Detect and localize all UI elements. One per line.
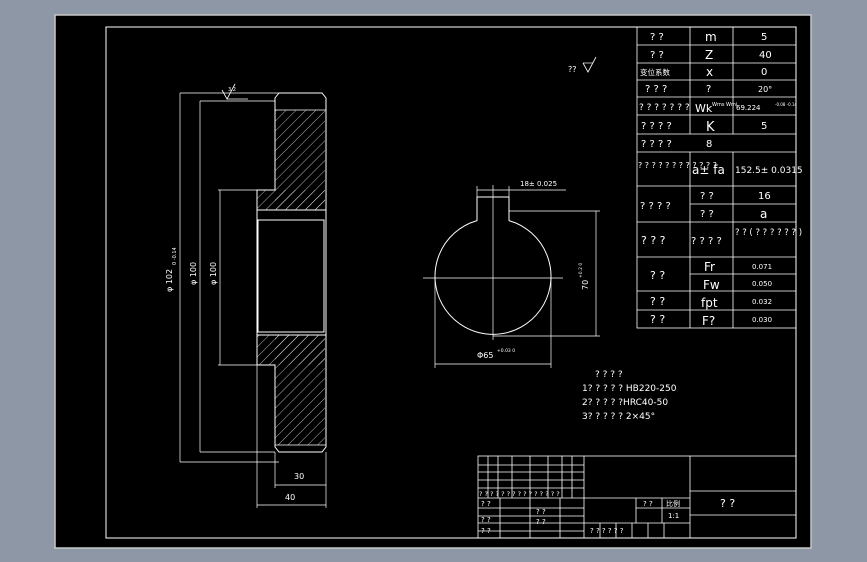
- param-name: 变位系数: [640, 67, 670, 77]
- title-block: [477, 455, 797, 539]
- title-block-sign: ? ?: [536, 508, 546, 516]
- dim-outer-label: φ 102: [165, 269, 174, 292]
- param-name: ? ?: [650, 50, 664, 61]
- param-value: 5: [761, 32, 767, 43]
- parameter-table: [636, 26, 797, 329]
- param-value: 69.224: [736, 104, 761, 112]
- param-name: ? ? ?: [641, 234, 666, 247]
- title-block-header: ? ? ? ? ? ? ? ? ? ? ? ? ? ? ?: [479, 490, 560, 498]
- param-symbol: Fr: [704, 260, 715, 274]
- param-symbol: fpt: [701, 296, 718, 310]
- param-value: 16: [758, 191, 771, 202]
- param-name: ? ? ? ?: [641, 121, 672, 132]
- roughness-note-label: ??: [568, 65, 577, 74]
- title-block-scale-value: 1:1: [668, 512, 679, 520]
- parameter-table-text: ? ? m 5 ? ? Z 40 变位系数 x 0 ? ? ? ? 20° ? …: [638, 30, 803, 328]
- dia-dim-tol: +0.03 0: [497, 348, 515, 354]
- dim-outer-tol: 0 -0.14: [172, 247, 178, 265]
- title-block-name: ? ?: [720, 497, 735, 510]
- param-value: 152.5± 0.0315: [735, 166, 803, 176]
- title-block-text: ? ? ? ? ? ? ? ? ? ? ? ? ? ? ? ? ? ? ? ? …: [479, 490, 735, 535]
- param-symbol: a± fa: [692, 163, 725, 177]
- height-dim-tol: +0.2 0: [578, 263, 584, 278]
- param-symbol: ? ?: [700, 209, 714, 220]
- param-symbol: Wk: [695, 102, 713, 115]
- gear-outline: [256, 92, 327, 453]
- param-name: ? ? ? ?: [641, 139, 672, 150]
- param-value: 0: [761, 67, 767, 78]
- param-name: ? ? ? ? ? ? ?: [639, 103, 690, 113]
- param-value: 0.030: [752, 316, 772, 324]
- roughness-note-icon: [582, 56, 597, 73]
- height-dim-label: 70: [581, 280, 590, 290]
- dim-30-label: 30: [294, 472, 304, 481]
- title-block-qty-label: ? ?: [643, 500, 653, 508]
- param-value: 0.050: [752, 280, 772, 288]
- param-name: ? ?: [650, 295, 665, 308]
- param-value: ? ? ( ? ? ? ? ? ? ): [735, 228, 802, 238]
- dim-bore-label: φ 100: [209, 262, 218, 285]
- hub-hatch-bottom: [257, 335, 325, 365]
- param-symbol: Z: [705, 48, 713, 62]
- param-name: ? ?: [650, 269, 665, 282]
- param-symbol: m: [705, 30, 717, 44]
- notes-title: ? ? ? ?: [595, 370, 623, 380]
- param-name: ? ?: [650, 313, 665, 326]
- param-symbol: F?: [702, 314, 715, 328]
- param-name: ? ? ?: [645, 84, 667, 95]
- param-symbol-sub: Wms Wmi: [712, 102, 737, 108]
- param-value: 0.071: [752, 263, 772, 271]
- param-value: a: [760, 207, 767, 221]
- note-item-2: 2? ? ? ? ?HRC40-50: [582, 398, 668, 408]
- title-block-row: ? ?: [481, 516, 491, 524]
- title-block-sheet-row: ? ? ? ? ? ?: [590, 527, 624, 535]
- param-symbol: Fw: [703, 278, 720, 292]
- param-symbol: 8: [706, 139, 712, 150]
- dim-hub-label: φ 100: [189, 262, 198, 285]
- note-item-3: 3? ? ? ? ? 2×45°: [582, 412, 655, 422]
- param-name: ? ? ? ? ? ? ? ? ? ? ? ?: [638, 161, 717, 170]
- dim-40-label: 40: [285, 493, 295, 502]
- keyway-view: 18± 0.025 70 +0.2 0 Φ65 +0.03 0: [423, 180, 600, 368]
- title-block-scale-label: 比例: [666, 499, 680, 508]
- param-symbol: ?: [706, 84, 711, 95]
- param-value-tol: -0.08 -0.14: [775, 102, 797, 107]
- keyway-dim-label: 18± 0.025: [520, 180, 557, 188]
- dia-dim-label: Φ65: [477, 351, 493, 360]
- hub-hatch-top: [257, 190, 325, 210]
- title-block-row: ? ?: [481, 527, 491, 535]
- param-symbol: ? ? ? ?: [691, 236, 722, 247]
- roughness-value: 3.2: [228, 87, 236, 93]
- technical-notes: ? ? ? ? 1? ? ? ? ? HB220-250 2? ? ? ? ?H…: [582, 370, 677, 422]
- param-value: 40: [759, 50, 772, 61]
- param-symbol: ? ?: [700, 191, 714, 202]
- drawing-sheet: [54, 14, 812, 549]
- param-value: 5: [761, 121, 767, 132]
- gear-section-view: φ 102 0 -0.14 φ 100 φ 100 30 40 3.2: [165, 83, 327, 508]
- param-symbol: K: [706, 120, 715, 135]
- param-value: 20°: [758, 85, 772, 94]
- bore-inner: [257, 219, 325, 333]
- title-block-sign: ? ?: [536, 518, 546, 526]
- param-name: ? ? ? ?: [640, 201, 671, 212]
- note-item-1: 1? ? ? ? ? HB220-250: [582, 384, 677, 394]
- param-symbol: x: [706, 65, 713, 79]
- title-block-row: ? ?: [481, 500, 491, 508]
- param-name: ? ?: [650, 32, 664, 43]
- param-value: 0.032: [752, 298, 772, 306]
